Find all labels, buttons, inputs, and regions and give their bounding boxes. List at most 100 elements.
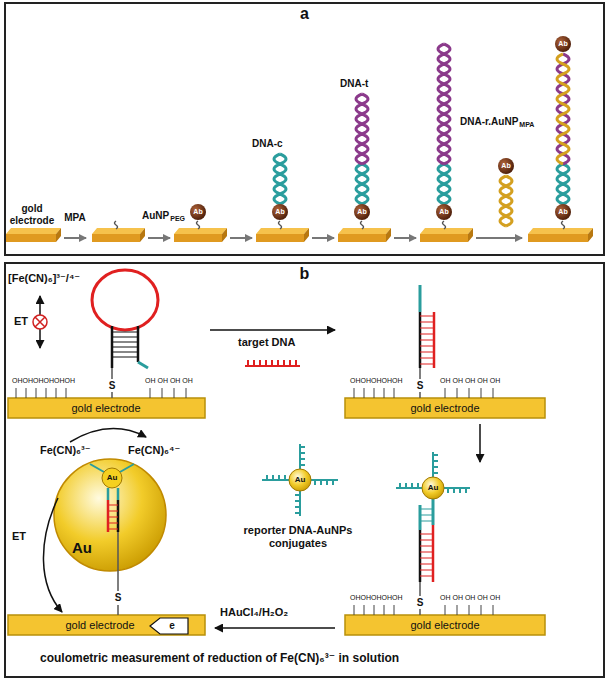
blocked-cross: [35, 317, 45, 327]
electron-label: e: [169, 620, 175, 632]
reporter-strand: [108, 488, 118, 500]
gold-electrode: [8, 398, 205, 418]
gold-electrode: [345, 398, 545, 418]
ab-sphere: [498, 158, 514, 174]
step-label: HAuCl₄/H₂O₂: [220, 606, 288, 619]
particle-label: Au: [72, 539, 92, 556]
ab-sphere: [190, 204, 206, 220]
electron-arrow: [150, 618, 188, 634]
enlarged-gold-particle: [54, 459, 166, 571]
thiol-label: S: [417, 380, 424, 392]
gold-nanoparticle: [422, 477, 444, 499]
subscript: MPA: [519, 121, 534, 129]
et-label: ET: [12, 530, 26, 543]
antibody-label: Ab: [275, 208, 284, 216]
step-arrows: [64, 237, 86, 239]
ab-sphere: [555, 36, 571, 52]
antibody-label: Ab: [357, 208, 366, 216]
et-arrow: [43, 498, 62, 612]
redox-label: Fe(CN)₆³⁻: [40, 444, 91, 457]
electrode-label: gold electrode: [410, 619, 479, 632]
redox-arrow: [70, 429, 146, 442]
probe-strand: [419, 530, 422, 582]
duplex-rungs: [108, 505, 118, 529]
surface-label: OHOHOHOHOH: [350, 594, 403, 602]
step-arrow: [476, 237, 522, 239]
dna-t-strand: [557, 54, 569, 164]
blocked-symbol: [33, 315, 47, 329]
dna-r-strand: [557, 54, 569, 164]
redox-label: [Fe(CN)₆]³⁻/⁴⁻: [8, 272, 80, 285]
step-arrow: [148, 237, 170, 239]
thiol-label: S: [417, 597, 424, 609]
ab-sphere: [354, 204, 370, 220]
electrode-label: gold electrode: [71, 402, 140, 415]
strand-label: DNA-r.AuNP: [460, 116, 518, 128]
panel-frame: a: [4, 2, 605, 256]
caption-text: coulometric measurement of reduction of …: [40, 652, 399, 666]
particle-label: Au: [428, 483, 439, 492]
electrode-label: gold electrode: [65, 619, 134, 632]
particle-label: Au: [107, 473, 118, 482]
antibody-label: Ab: [439, 208, 448, 216]
part-label: gold electrode: [5, 203, 59, 226]
surface-label: OH OH OH OH: [145, 377, 193, 385]
panel-letter: a: [6, 5, 603, 23]
step-label: reporter DNA-AuNPs conjugates: [238, 524, 358, 549]
probe-tail: [138, 362, 148, 368]
reporter-strands: [262, 444, 338, 516]
step-arrow: [394, 237, 416, 239]
dna-c-helix: [438, 164, 450, 204]
thiol-label: S: [109, 380, 116, 392]
electrode-label: gold electrode: [410, 402, 479, 415]
ab-sphere: [555, 204, 571, 220]
et-label: ET: [14, 315, 28, 328]
ab-sphere: [272, 204, 288, 220]
hairpin-stem: [112, 326, 138, 368]
gold-nanoparticle: [102, 468, 122, 488]
step-label: AuNP: [142, 210, 169, 222]
stem-rungs: [112, 332, 138, 357]
step-arrow: [479, 424, 481, 462]
surface-label: OH OH OH OH OH: [440, 377, 500, 385]
antibody-label: Ab: [193, 208, 202, 216]
dna-c-helix: [356, 164, 368, 204]
antibody-label: Ab: [501, 162, 510, 170]
target-dna: [245, 360, 300, 366]
dna-r-helix: [500, 176, 512, 226]
duplex-rungs: [420, 509, 433, 521]
step-arrow: [312, 237, 334, 239]
probe-tail: [419, 285, 422, 312]
thiol-label: S: [115, 592, 122, 604]
step-arrow: [215, 627, 335, 629]
gold-nanoparticle: [289, 469, 311, 491]
antibody-label: Ab: [558, 208, 567, 216]
antibody-label: Ab: [558, 40, 567, 48]
reporter-strands: [396, 452, 470, 493]
step-arrow: [210, 329, 335, 331]
step-label: target DNA: [238, 336, 295, 349]
duplex-rungs: [420, 534, 433, 576]
hairpin-loop: [92, 270, 158, 330]
redox-label: Fe(CN)₆⁴⁻: [128, 444, 180, 457]
dna-c-helix: [557, 164, 569, 204]
gold-electrode: [345, 615, 545, 635]
dna-t-helix: [438, 44, 450, 164]
electrode-front: [6, 234, 588, 242]
surface-label: OHOHOHOHOH: [350, 377, 403, 385]
particle-label: Au: [295, 475, 306, 484]
mpa-linker: [115, 221, 565, 229]
strand-label: DNA-c: [252, 138, 283, 150]
subscript: PEG: [170, 215, 185, 223]
surface-label: OH OH OH OH OH: [440, 594, 500, 602]
electrode-side: [56, 228, 593, 242]
duplex-rungs: [420, 316, 434, 364]
dna-c-helix: [274, 154, 286, 204]
step-arrow: [230, 237, 252, 239]
hydroxyl-chains: [16, 388, 493, 615]
dna-t-helix: [356, 94, 368, 164]
surface-label: OHOHOHOHOHOH: [12, 377, 75, 385]
panel-letter: b: [6, 265, 603, 283]
